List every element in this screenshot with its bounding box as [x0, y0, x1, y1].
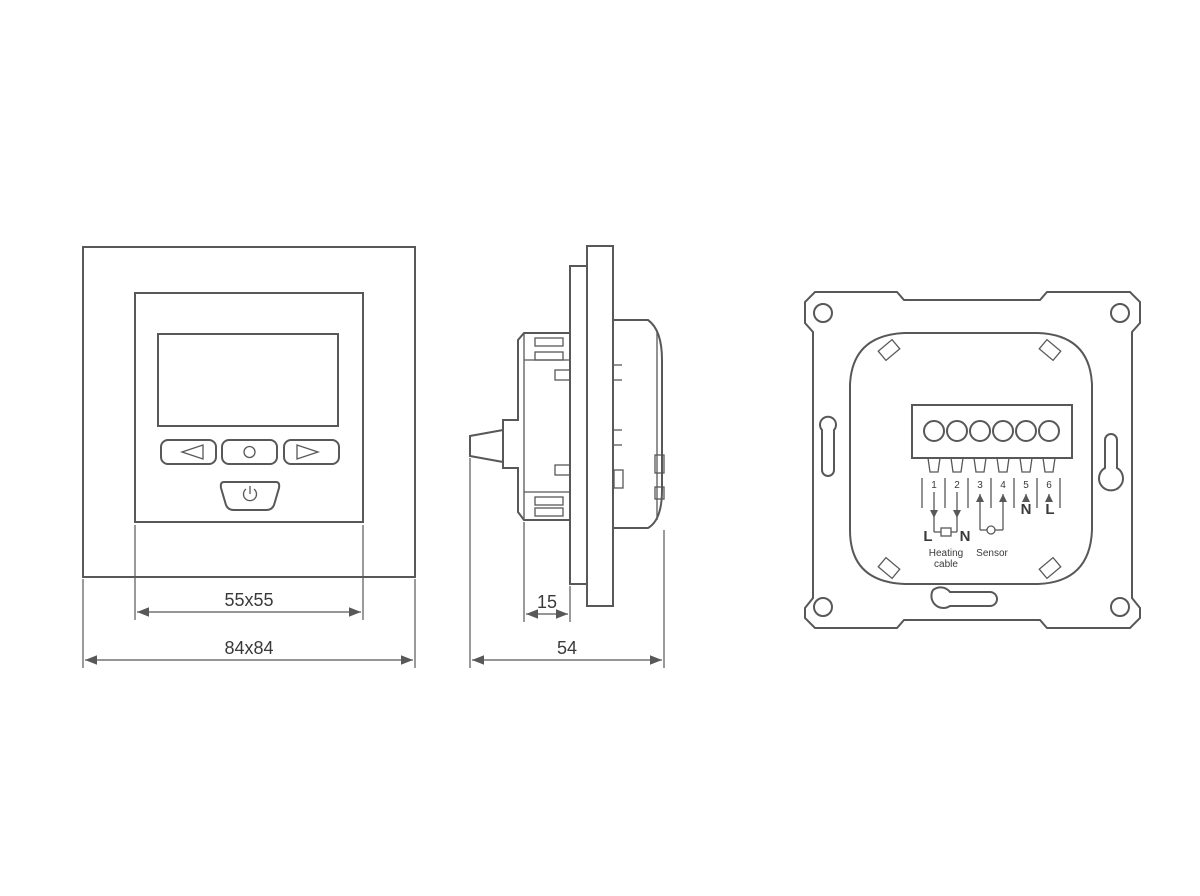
- right-button: [283, 439, 340, 465]
- front-depth-label: 15: [537, 592, 557, 612]
- mounting-hole-tr: [1110, 303, 1130, 323]
- side-screw: [469, 429, 504, 463]
- heating-label-2: cable: [934, 559, 958, 570]
- side-front-plate: [586, 245, 614, 607]
- clip-br: [1038, 556, 1062, 580]
- terminal-number-5: 5: [1023, 480, 1029, 491]
- total-depth-label: 54: [557, 638, 577, 658]
- sensor-label: Sensor: [976, 548, 1008, 559]
- mounting-hole-tl: [813, 303, 833, 323]
- label-N-5: N: [1021, 501, 1032, 518]
- terminal-number-3: 3: [977, 480, 983, 491]
- label-L-6: L: [1045, 501, 1054, 518]
- front-inner-panel: [134, 292, 364, 523]
- keyhole-right: [1098, 433, 1124, 492]
- inner-dim-label: 55x55: [224, 590, 273, 610]
- rear-body: [849, 332, 1093, 585]
- mounting-hole-bl: [813, 597, 833, 617]
- terminal-number-4: 4: [1000, 480, 1006, 491]
- clip-bl: [877, 556, 901, 580]
- right-arrow-icon: [296, 444, 321, 460]
- left-arrow-icon: [179, 444, 204, 460]
- clip-tr: [1038, 338, 1062, 362]
- front-view: 55x55 84x84: [82, 246, 416, 668]
- terminal-block: [911, 404, 1073, 459]
- circle-icon: [243, 445, 256, 459]
- clip-tl: [877, 338, 901, 362]
- label-N-left: N: [960, 528, 971, 545]
- left-button: [160, 439, 217, 465]
- terminal-screw-3: [969, 420, 991, 442]
- terminal-screw-4: [992, 420, 1014, 442]
- sensor-symbol: [986, 525, 996, 535]
- front-outer-frame: [82, 246, 416, 578]
- heating-cable-resistor: [940, 527, 952, 537]
- terminal-screw-6: [1038, 420, 1060, 442]
- keyhole-bottom: [930, 586, 998, 609]
- side-inner-plate: [569, 265, 588, 585]
- terminal-screw-1: [923, 420, 945, 442]
- label-L-left: L: [923, 528, 932, 545]
- side-module: [613, 319, 663, 529]
- side-mechanism: [502, 332, 570, 521]
- display-screen: [157, 333, 339, 427]
- side-view: 15 54: [469, 245, 665, 668]
- keyhole-left: [819, 415, 837, 477]
- terminal-screw-5: [1015, 420, 1037, 442]
- center-button: [221, 439, 278, 465]
- terminal-number-1: 1: [931, 480, 937, 491]
- mounting-frame: [804, 291, 1141, 629]
- power-icon: [242, 486, 258, 502]
- rear-view: 1 2 3 4 5 6 L N Heating cable Sensor N: [804, 291, 1141, 629]
- heating-label-1: Heating: [929, 548, 963, 559]
- power-button: [219, 481, 281, 511]
- terminal-number-6: 6: [1046, 480, 1052, 491]
- terminal-number-2: 2: [954, 480, 960, 491]
- outer-dim-label: 84x84: [224, 638, 273, 658]
- mounting-hole-br: [1110, 597, 1130, 617]
- terminal-screw-2: [946, 420, 968, 442]
